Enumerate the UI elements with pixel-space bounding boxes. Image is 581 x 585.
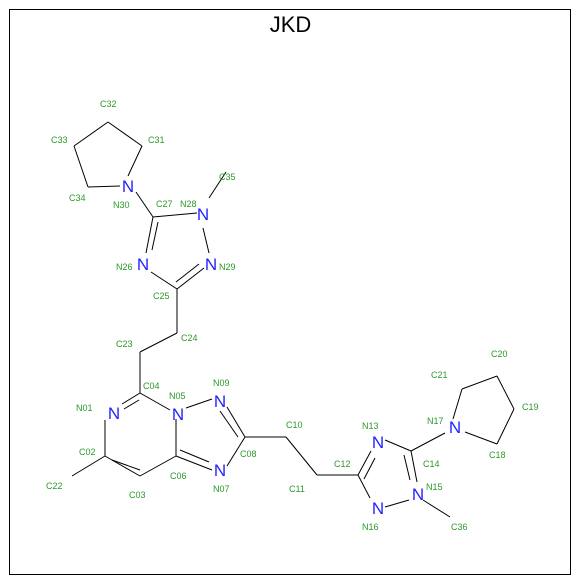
diagram-frame	[9, 9, 571, 575]
atom-symbol-n07: N	[214, 461, 226, 480]
atom-label-c11: C11	[289, 484, 305, 494]
molecule-title: JKD	[269, 12, 312, 37]
atom-label-c08: C08	[240, 449, 257, 459]
atom-label-n16: N16	[362, 522, 379, 532]
atom-label-c34: C34	[69, 193, 86, 203]
atom-label-c32: C32	[100, 99, 117, 109]
atom-symbol-n29: N	[205, 255, 217, 274]
atom-label-n17: N17	[427, 416, 444, 426]
atom-label-c10: C10	[286, 420, 303, 430]
atom-label-c06: C06	[170, 471, 187, 481]
atom-label-c23: C23	[116, 339, 133, 349]
atom-symbol-n15: N	[412, 485, 424, 504]
atom-label-c20: C20	[491, 349, 508, 359]
atom-label-n05: N05	[169, 391, 186, 401]
atom-symbol-n28: N	[197, 205, 209, 224]
atom-label-c36: C36	[451, 522, 468, 532]
atom-label-n15: N15	[426, 482, 443, 492]
atom-label-c19: C19	[522, 402, 539, 412]
atom-label-n28: N28	[180, 199, 197, 209]
atom-label-c27: C27	[156, 199, 173, 209]
atom-symbol-n09: N	[214, 392, 226, 411]
atom-symbol-n26: N	[137, 255, 149, 274]
atom-label-c14: C14	[423, 459, 440, 469]
atom-label-c31: C31	[148, 135, 165, 145]
bonds	[71, 121, 515, 518]
atom-label-n26: N26	[116, 262, 133, 272]
atom-label-c12: C12	[334, 459, 351, 469]
atom-label-c18: C18	[489, 450, 506, 460]
atom-label-n01: N01	[76, 403, 93, 413]
atom-symbol-n17: N	[449, 418, 461, 437]
atom-symbol-n30: N	[122, 177, 134, 196]
atom-symbol-n05: N	[172, 405, 184, 424]
atom-label-c03: C03	[129, 490, 146, 500]
atom-label-c25: C25	[153, 291, 170, 301]
atom-label-c21: C21	[431, 370, 448, 380]
atom-label-c02: C02	[79, 447, 96, 457]
atom-symbols: N N N N N N N N N N N N	[108, 177, 461, 518]
atom-label-c33: C33	[51, 135, 68, 145]
atom-label-c04: C04	[143, 381, 160, 391]
atom-label-n30: N30	[113, 200, 130, 210]
atom-labels: C32 C33 C31 C34 N30 C35 C27 N28 N26 N29 …	[46, 99, 539, 532]
atom-label-n13: N13	[362, 421, 379, 431]
atom-symbol-n01: N	[108, 404, 120, 423]
atom-symbol-n16: N	[372, 499, 384, 518]
atom-symbol-n13: N	[372, 433, 384, 452]
atom-label-c24: C24	[181, 333, 198, 343]
atom-label-n09: N09	[213, 378, 230, 388]
atom-label-c22: C22	[46, 481, 63, 491]
atom-label-n07: N07	[213, 484, 230, 494]
atom-label-c35: C35	[219, 172, 236, 182]
atom-label-n29: N29	[219, 262, 236, 272]
